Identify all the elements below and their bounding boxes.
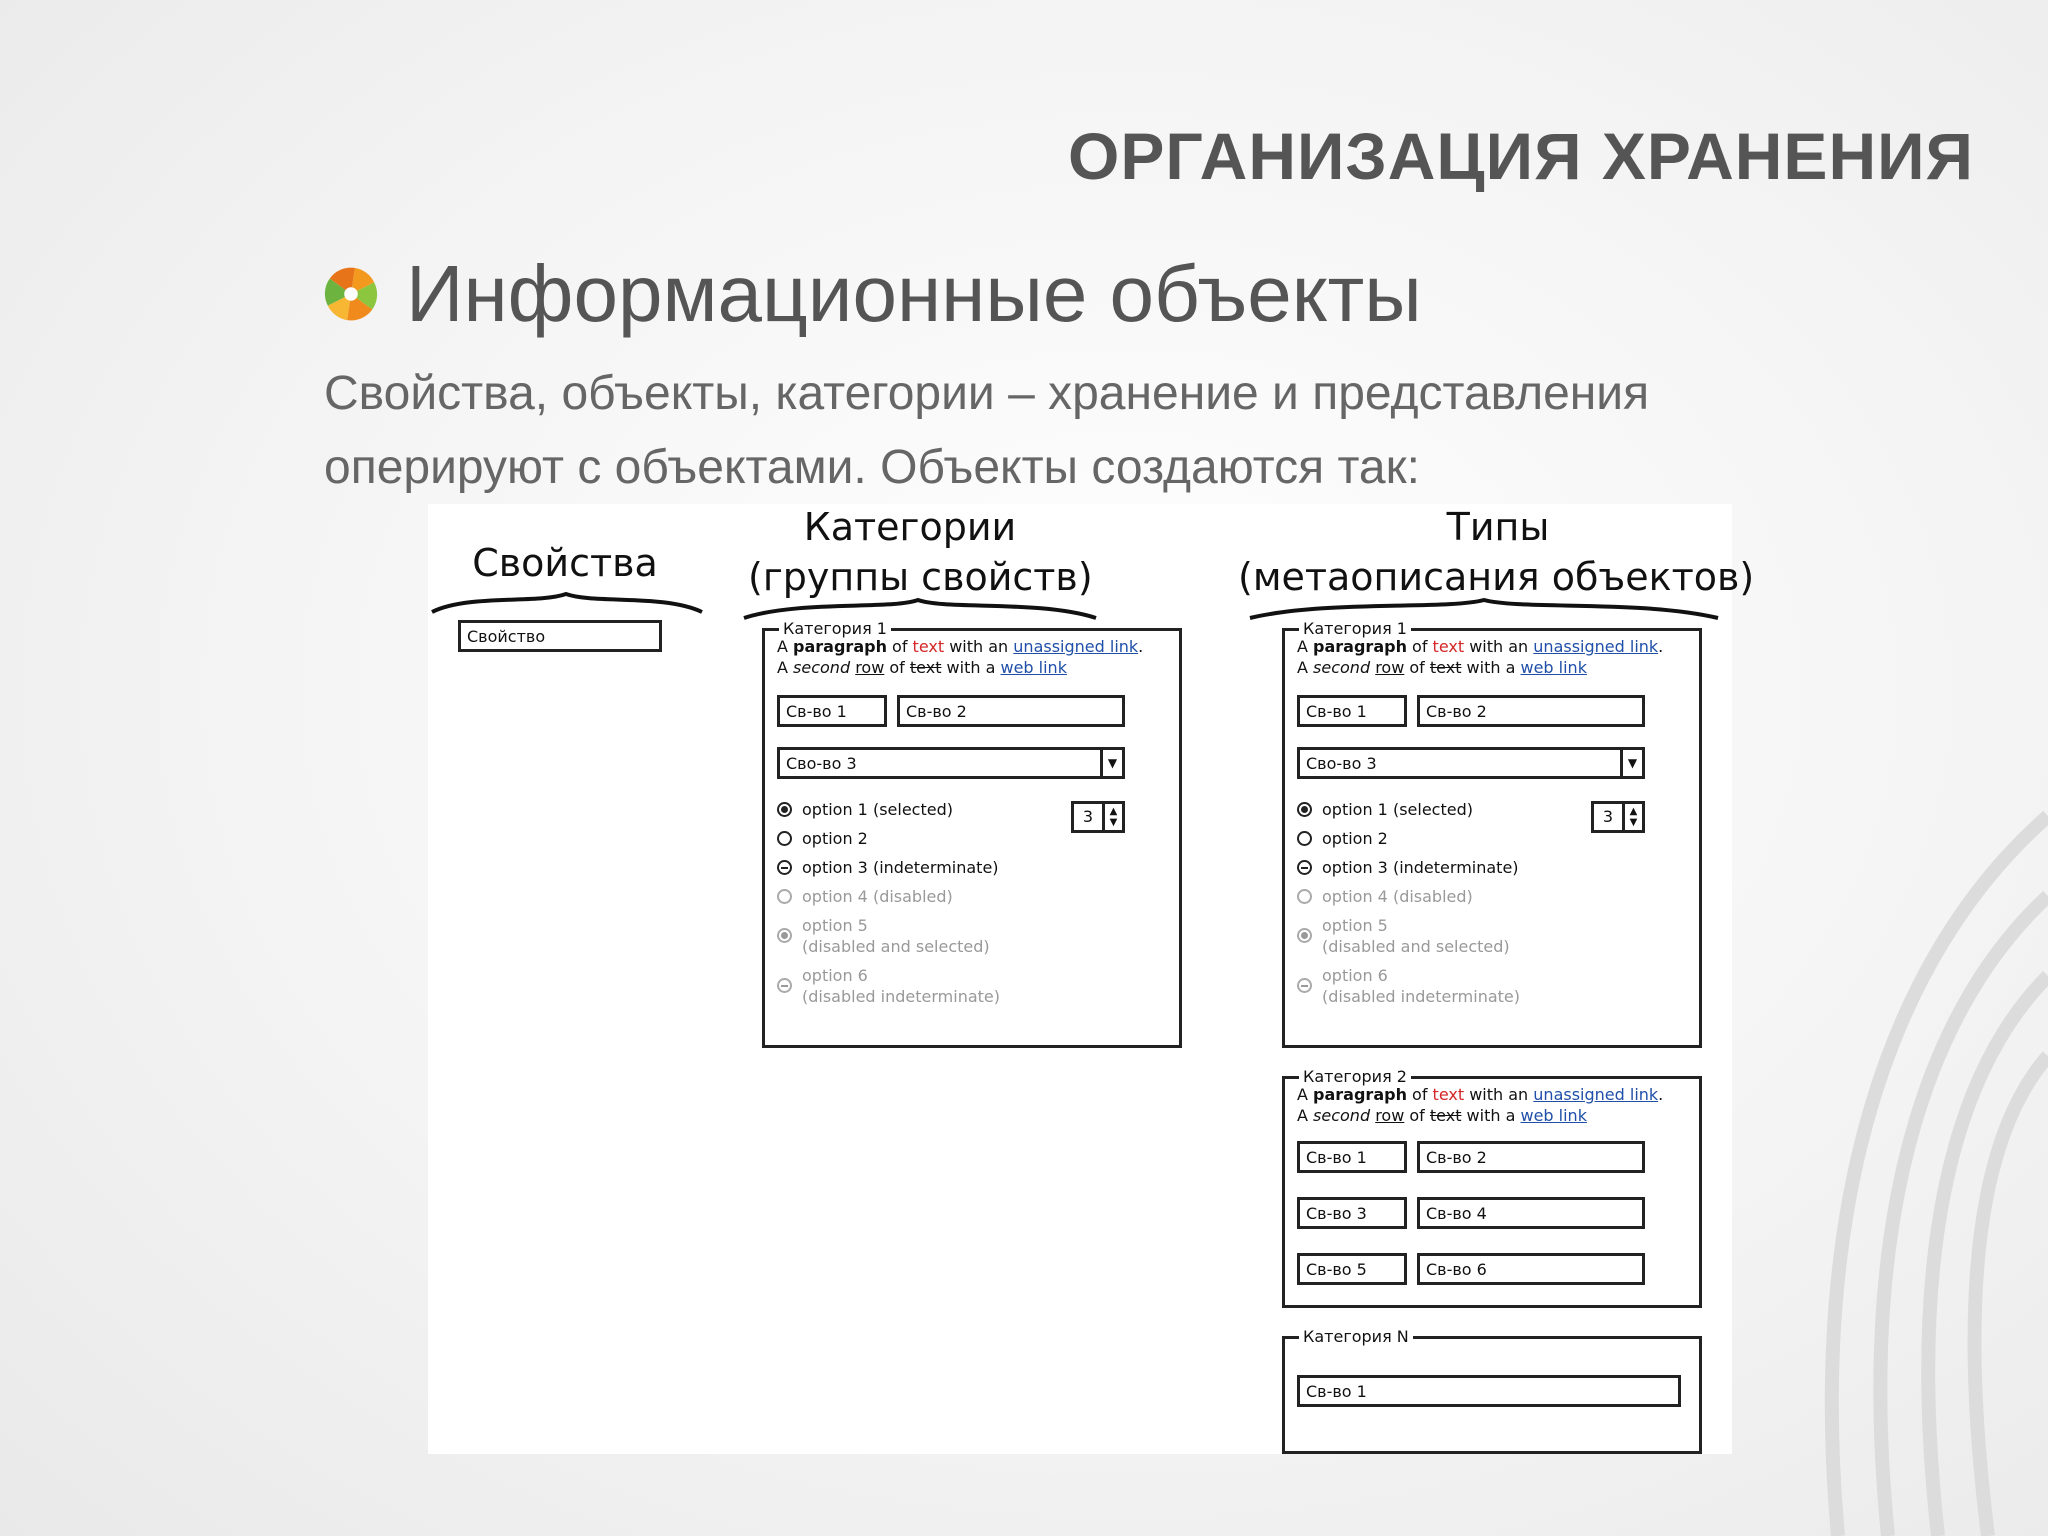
option-3-radio[interactable]: option 3 (indeterminate) bbox=[777, 857, 999, 878]
catn-field-1[interactable]: Св-во 1 bbox=[1297, 1375, 1681, 1407]
field-property-2[interactable]: Св-во 2 bbox=[897, 695, 1125, 727]
type-field-property-2[interactable]: Св-во 2 bbox=[1417, 695, 1645, 727]
type-select-property-3[interactable]: Сво-во 3 ▼ bbox=[1297, 747, 1645, 779]
dropdown-arrow-icon: ▼ bbox=[1620, 750, 1642, 776]
type-option-5-radio: option 5(disabled and selected) bbox=[1297, 915, 1510, 957]
body-line-1: Свойства, объекты, категории – хранение … bbox=[324, 367, 1650, 420]
paragraph-line-1: A paragraph of text with an unassigned l… bbox=[777, 637, 1144, 656]
type-option-1-radio[interactable]: option 1 (selected) bbox=[1297, 799, 1473, 820]
properties-column-title: Свойства bbox=[472, 541, 658, 585]
category-1-panel: Категория 1 A paragraph of text with an … bbox=[762, 619, 1182, 1048]
types-column-title-line2: (метаописания объектов) bbox=[1238, 555, 1755, 599]
type-category-2-panel: Категория 2 A paragraph of text with an … bbox=[1282, 1067, 1702, 1308]
type-category-2-legend: Категория 2 bbox=[1299, 1067, 1411, 1086]
select-property-3[interactable]: Сво-во 3 ▼ bbox=[777, 747, 1125, 779]
web-link[interactable]: web link bbox=[1520, 658, 1587, 677]
background-arcs-decoration bbox=[1824, 810, 2048, 1536]
type-category-n-legend: Категория N bbox=[1299, 1327, 1413, 1346]
categories-brace bbox=[743, 597, 1097, 620]
option-6-radio: option 6(disabled indeterminate) bbox=[777, 965, 1000, 1007]
property-field[interactable]: Свойство bbox=[458, 620, 662, 652]
cat2-paragraph-line-1: A paragraph of text with an unassigned l… bbox=[1297, 1085, 1664, 1104]
categories-column-title-line2: (группы свойств) bbox=[748, 555, 1093, 599]
type-option-4-radio: option 4 (disabled) bbox=[1297, 886, 1473, 907]
bullet-heading: Информационные объекты bbox=[406, 249, 1422, 338]
cat2-field-4[interactable]: Св-во 4 bbox=[1417, 1197, 1645, 1229]
slide-title: ОРГАНИЗАЦИЯ ХРАНЕНИЯ bbox=[1068, 119, 1974, 193]
cat2-field-2[interactable]: Св-во 2 bbox=[1417, 1141, 1645, 1173]
bullet-heading-row: Информационные объекты bbox=[322, 248, 1422, 340]
categories-column-title-line1: Категории bbox=[803, 505, 1017, 549]
body-text: Свойства, объекты, категории – хранение … bbox=[324, 357, 1824, 505]
cat2-field-6[interactable]: Св-во 6 bbox=[1417, 1253, 1645, 1285]
number-stepper[interactable]: 3 ▲▼ bbox=[1071, 801, 1125, 833]
type-option-6-radio: option 6(disabled indeterminate) bbox=[1297, 965, 1520, 1007]
cat2-paragraph-line-2: A second row of text with a web link bbox=[1297, 1106, 1587, 1125]
category-1-legend: Категория 1 bbox=[779, 619, 891, 638]
type-paragraph-line-1: A paragraph of text with an unassigned l… bbox=[1297, 637, 1664, 656]
stepper-arrows-icon: ▲▼ bbox=[1102, 804, 1122, 830]
types-column-title-line1: Типы bbox=[1446, 505, 1550, 549]
unassigned-link[interactable]: unassigned link bbox=[1533, 1085, 1659, 1104]
dropdown-arrow-icon: ▼ bbox=[1100, 750, 1122, 776]
type-field-property-1[interactable]: Св-во 1 bbox=[1297, 695, 1407, 727]
type-number-stepper[interactable]: 3 ▲▼ bbox=[1591, 801, 1645, 833]
pinwheel-icon bbox=[324, 267, 378, 321]
properties-brace bbox=[431, 591, 703, 614]
option-4-radio: option 4 (disabled) bbox=[777, 886, 953, 907]
body-line-2: оперируют с объектами. Объекты создаются… bbox=[324, 441, 1420, 494]
type-category-1-legend: Категория 1 bbox=[1299, 619, 1411, 638]
cat2-field-5[interactable]: Св-во 5 bbox=[1297, 1253, 1407, 1285]
type-category-n-panel: Категория N Св-во 1 bbox=[1282, 1327, 1702, 1454]
stepper-arrows-icon: ▲▼ bbox=[1622, 804, 1642, 830]
wireframe-mockup: Свойства Категории (группы свойств) Типы… bbox=[428, 504, 1755, 1454]
type-option-2-radio[interactable]: option 2 bbox=[1297, 828, 1388, 849]
type-paragraph-line-2: A second row of text with a web link bbox=[1297, 658, 1587, 677]
paragraph-line-2: A second row of text with a web link bbox=[777, 658, 1067, 677]
unassigned-link[interactable]: unassigned link bbox=[1533, 637, 1659, 656]
web-link[interactable]: web link bbox=[1520, 1106, 1587, 1125]
option-2-radio[interactable]: option 2 bbox=[777, 828, 868, 849]
unassigned-link[interactable]: unassigned link bbox=[1013, 637, 1139, 656]
type-option-3-radio[interactable]: option 3 (indeterminate) bbox=[1297, 857, 1519, 878]
field-property-1[interactable]: Св-во 1 bbox=[777, 695, 887, 727]
type-category-1-panel: Категория 1 A paragraph of text with an … bbox=[1282, 619, 1702, 1048]
option-1-radio[interactable]: option 1 (selected) bbox=[777, 799, 953, 820]
cat2-field-3[interactable]: Св-во 3 bbox=[1297, 1197, 1407, 1229]
option-5-radio: option 5(disabled and selected) bbox=[777, 915, 990, 957]
cat2-field-1[interactable]: Св-во 1 bbox=[1297, 1141, 1407, 1173]
types-brace bbox=[1249, 597, 1719, 620]
web-link[interactable]: web link bbox=[1000, 658, 1067, 677]
